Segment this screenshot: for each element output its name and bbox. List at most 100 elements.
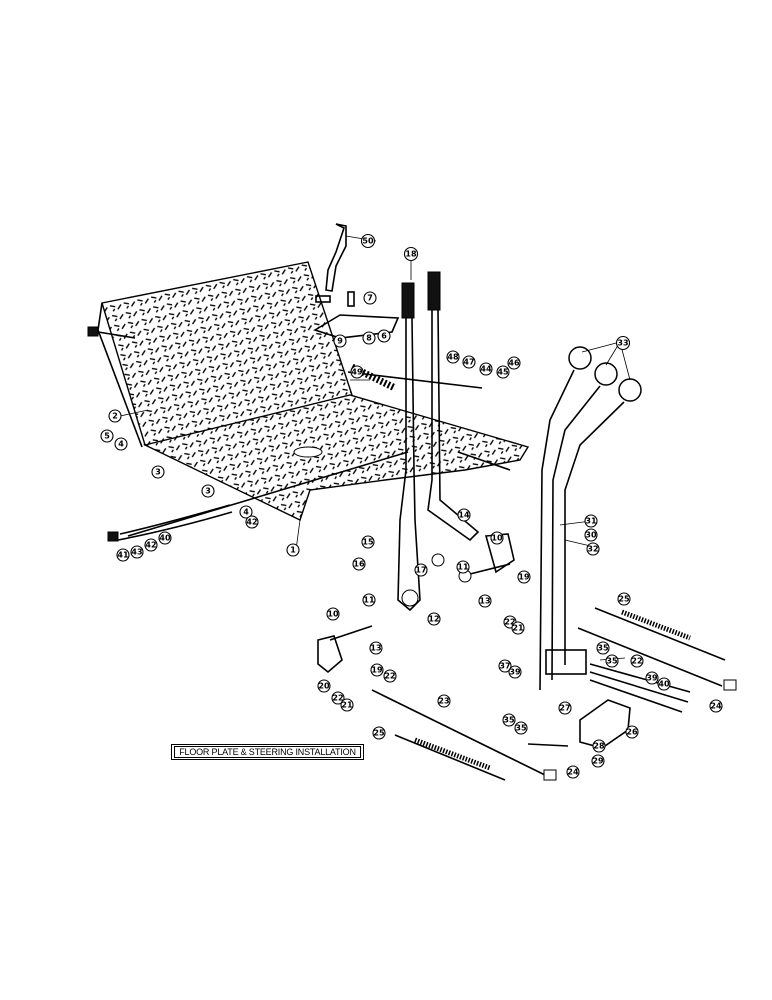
callout-22-far: 22 bbox=[630, 654, 644, 668]
svg-text:19: 19 bbox=[518, 573, 530, 582]
svg-text:28: 28 bbox=[593, 742, 605, 751]
svg-text:20: 20 bbox=[318, 682, 330, 691]
callout-2-left: 2 bbox=[108, 409, 122, 423]
callout-10-right: 10 bbox=[490, 531, 504, 545]
callout-13-right: 13 bbox=[478, 594, 492, 608]
svg-text:22: 22 bbox=[384, 672, 395, 681]
callout-9: 9 bbox=[333, 334, 347, 348]
springs-and-rods bbox=[371, 607, 737, 781]
callout-3-mid: 3 bbox=[201, 484, 215, 498]
svg-text:48: 48 bbox=[447, 353, 459, 362]
callout-39: 42 bbox=[245, 515, 259, 529]
callout-labels: 50 7 18 9 8 6 48 47 44 45 46 49 33 2 5 4… bbox=[100, 233, 723, 779]
callout-44: 42 bbox=[144, 538, 158, 552]
callout-40: 39 bbox=[645, 671, 659, 685]
bracket-52 bbox=[325, 223, 347, 292]
control-levers bbox=[539, 346, 691, 713]
callout-31: 31 bbox=[584, 514, 598, 528]
svg-text:39: 39 bbox=[646, 674, 658, 683]
svg-text:18: 18 bbox=[405, 250, 417, 259]
svg-text:3: 3 bbox=[155, 468, 161, 477]
callout-41: 40 bbox=[657, 677, 671, 691]
svg-text:22: 22 bbox=[631, 657, 642, 666]
callout-19-right: 19 bbox=[517, 570, 531, 584]
callout-24-right: 24 bbox=[709, 699, 723, 713]
svg-text:31: 31 bbox=[585, 517, 597, 526]
callout-20-left: 20 bbox=[317, 679, 331, 693]
callout-16: 16 bbox=[352, 557, 366, 571]
svg-text:16: 16 bbox=[353, 560, 365, 569]
svg-text:27: 27 bbox=[559, 704, 570, 713]
svg-text:24: 24 bbox=[567, 768, 579, 777]
svg-text:11: 11 bbox=[363, 596, 375, 605]
svg-text:40: 40 bbox=[159, 534, 171, 543]
callout-14: 14 bbox=[457, 508, 471, 522]
svg-text:33: 33 bbox=[617, 339, 628, 348]
callout-37: 37 bbox=[498, 659, 512, 673]
svg-text:35: 35 bbox=[515, 724, 527, 733]
callout-46: 44 bbox=[479, 362, 493, 376]
callout-36: 35 bbox=[596, 641, 610, 655]
callout-26: 26 bbox=[625, 725, 639, 739]
svg-text:26: 26 bbox=[626, 728, 638, 737]
svg-text:19: 19 bbox=[371, 666, 383, 675]
callout-42: 40 bbox=[158, 531, 172, 545]
callout-13-left: 13 bbox=[369, 641, 383, 655]
callout-22-left: 22 bbox=[383, 669, 397, 683]
floor-bolts bbox=[87, 326, 483, 542]
svg-text:14: 14 bbox=[458, 511, 470, 520]
svg-text:10: 10 bbox=[491, 534, 503, 543]
steering-levers bbox=[397, 271, 480, 612]
callout-1: 1 bbox=[286, 543, 300, 557]
callout-18: 18 bbox=[403, 246, 419, 262]
svg-text:42: 42 bbox=[145, 541, 156, 550]
svg-text:4: 4 bbox=[118, 440, 124, 449]
svg-text:8: 8 bbox=[366, 334, 372, 343]
svg-text:30: 30 bbox=[585, 531, 597, 540]
svg-text:47: 47 bbox=[463, 358, 474, 367]
callout-47: 45 bbox=[496, 365, 510, 379]
svg-text:23: 23 bbox=[438, 697, 449, 706]
callout-6: 6 bbox=[377, 329, 391, 343]
svg-text:2: 2 bbox=[112, 412, 118, 421]
svg-text:15: 15 bbox=[362, 538, 374, 547]
diagram-title-text: FLOOR PLATE & STEERING INSTALLATION bbox=[174, 746, 361, 758]
svg-text:49: 49 bbox=[351, 368, 363, 377]
callout-29: 29 bbox=[591, 754, 605, 768]
callout-35-bottom: 35 bbox=[514, 721, 528, 735]
callout-10-left: 10 bbox=[326, 607, 340, 621]
callout-7: 7 bbox=[363, 291, 377, 305]
callout-45: 43 bbox=[130, 545, 144, 559]
callout-8: 8 bbox=[362, 331, 376, 345]
svg-text:1: 1 bbox=[290, 546, 296, 555]
callout-4-top: 4 bbox=[114, 437, 128, 451]
svg-text:35: 35 bbox=[606, 657, 618, 666]
callout-22-bottom: 22 bbox=[331, 691, 345, 705]
callout-30: 30 bbox=[584, 528, 598, 542]
callout-27: 27 bbox=[558, 701, 572, 715]
svg-text:21: 21 bbox=[341, 701, 353, 710]
svg-text:29: 29 bbox=[592, 757, 604, 766]
svg-text:3: 3 bbox=[205, 487, 211, 496]
callout-3-left: 3 bbox=[151, 465, 165, 479]
callout-49: 47 bbox=[462, 355, 476, 369]
svg-text:24: 24 bbox=[710, 702, 722, 711]
callout-51: 49 bbox=[350, 365, 364, 379]
svg-text:45: 45 bbox=[497, 368, 509, 377]
svg-text:13: 13 bbox=[370, 644, 381, 653]
svg-text:11: 11 bbox=[457, 563, 469, 572]
callout-25-left: 25 bbox=[372, 726, 386, 740]
callout-4-bottom: 4 bbox=[239, 505, 253, 519]
callout-48: 46 bbox=[507, 356, 521, 370]
diagram-title: FLOOR PLATE & STEERING INSTALLATION bbox=[171, 744, 364, 760]
svg-text:10: 10 bbox=[327, 610, 339, 619]
svg-text:17: 17 bbox=[415, 566, 426, 575]
callout-33: 33 bbox=[615, 335, 631, 351]
callout-15: 15 bbox=[361, 535, 375, 549]
callout-34: 35 bbox=[502, 713, 516, 727]
svg-text:32: 32 bbox=[587, 545, 598, 554]
svg-text:40: 40 bbox=[658, 680, 670, 689]
callout-11-right: 11 bbox=[456, 560, 470, 574]
svg-text:50: 50 bbox=[362, 237, 374, 246]
